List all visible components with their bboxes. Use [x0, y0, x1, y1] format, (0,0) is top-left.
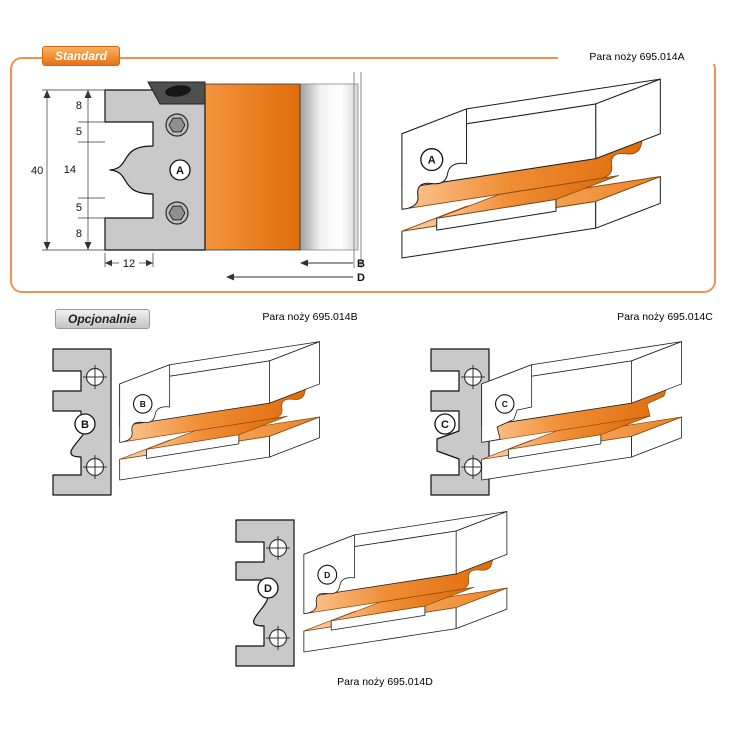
- letter-badge: A: [420, 148, 444, 172]
- svg-text:B: B: [81, 419, 89, 431]
- svg-text:A: A: [428, 155, 436, 167]
- profile-pair-illustration-b: B: [112, 336, 358, 498]
- molded-joint-3d: [120, 342, 320, 480]
- letter-badge: C: [494, 394, 515, 414]
- pair-label-a: Para noży 695.014A: [558, 50, 716, 64]
- standard-badge: Standard: [42, 46, 121, 66]
- clamp-slot: [165, 85, 191, 97]
- knife-plate-b: B: [52, 348, 112, 496]
- letter-badge: A: [169, 159, 191, 181]
- molded-joint-3d: [482, 342, 682, 480]
- svg-text:A: A: [176, 165, 184, 177]
- molded-joint-3d: [402, 79, 660, 258]
- pair-label-d: Para noży 695.014D: [305, 675, 465, 689]
- pair-label-c: Para noży 695.014C: [600, 310, 730, 324]
- svg-text:C: C: [441, 419, 449, 431]
- mounting-hole: [266, 626, 290, 650]
- hex-screw-icon: [165, 113, 189, 137]
- dim-label-seg: 8: [76, 100, 82, 112]
- letter-badge: D: [257, 577, 279, 599]
- knife-plate-d: D: [235, 519, 295, 667]
- mounting-hole: [461, 455, 485, 479]
- ref-label-b: B: [357, 258, 365, 270]
- ref-label-d: D: [357, 272, 365, 284]
- molded-joint-3d: [304, 511, 507, 652]
- letter-badge: B: [74, 413, 96, 435]
- mounting-hole: [461, 365, 485, 389]
- spindle-shaft: [299, 83, 359, 251]
- svg-text:D: D: [264, 583, 272, 595]
- dim-label-seg: 14: [64, 164, 76, 176]
- dim-label-total: 40: [31, 165, 43, 177]
- letter-badge: B: [132, 394, 153, 414]
- svg-text:B: B: [140, 399, 146, 409]
- svg-text:D: D: [324, 570, 330, 580]
- profile-pair-illustration-a: A: [392, 72, 710, 281]
- profile-pair-illustration-c: C: [474, 336, 720, 498]
- pair-label-b: Para noży 695.014B: [230, 310, 390, 324]
- dimension-lines: [42, 89, 353, 278]
- dim-label-seg: 8: [76, 228, 82, 240]
- dimension-arrows: [43, 90, 308, 281]
- dim-label-seg: 5: [76, 126, 82, 138]
- dim-label-seg: 5: [76, 202, 82, 214]
- mounting-hole: [83, 455, 107, 479]
- letter-badge: C: [434, 413, 456, 435]
- dim-label-width: 12: [123, 258, 135, 270]
- mounting-hole: [83, 365, 107, 389]
- mounting-hole: [266, 536, 290, 560]
- optional-badge: Opcjonalnie: [55, 309, 150, 329]
- svg-text:C: C: [502, 399, 508, 409]
- letter-badge: D: [317, 564, 338, 585]
- cutter-body: [204, 83, 301, 251]
- profile-pair-illustration-d: D: [296, 506, 546, 670]
- hex-screw-icon: [165, 201, 189, 225]
- cutter-cross-section-drawing: 40 8 5 14 5 8 12 B D A: [31, 72, 365, 284]
- knife-plate-c: C: [430, 348, 490, 496]
- standard-section-border: [10, 57, 716, 293]
